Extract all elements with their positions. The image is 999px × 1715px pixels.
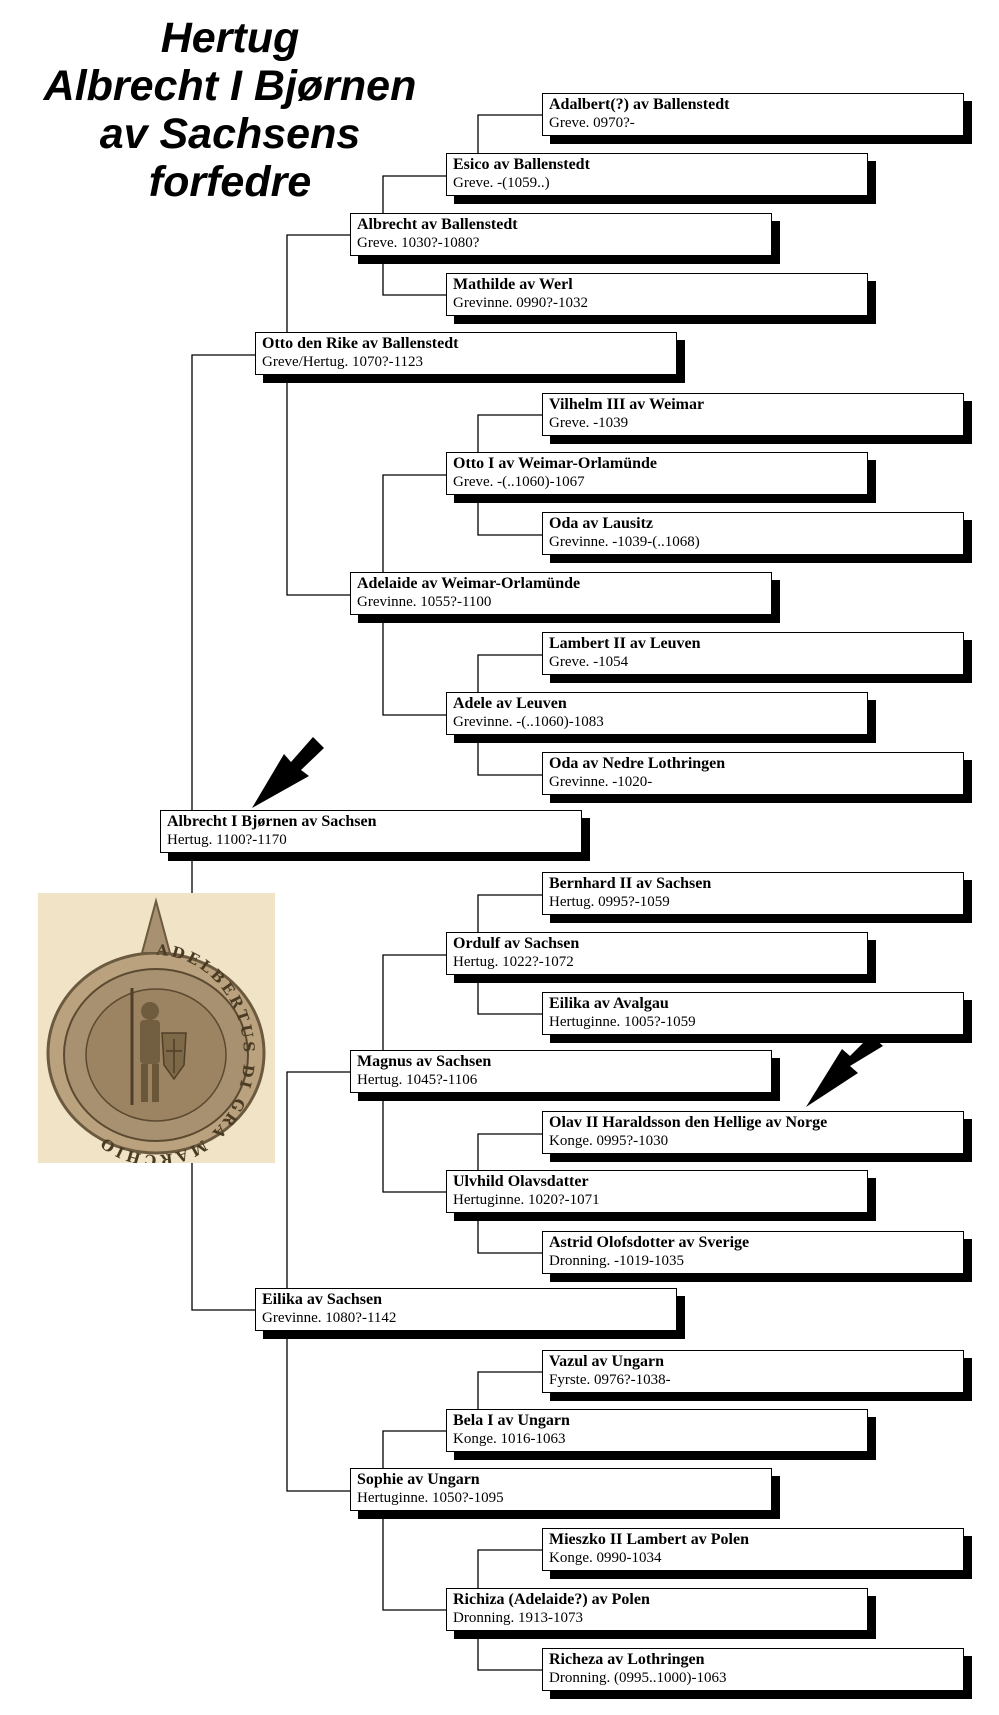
person-info: Dronning. 1913-1073: [453, 1610, 583, 1626]
person-info: Grevinne. 1080?-1142: [262, 1310, 397, 1326]
person-name: Magnus av Sachsen: [357, 1053, 492, 1070]
person-card-otto-i-av-weimar-orlamunde: Otto I av Weimar-Orlamünde Greve. -(..10…: [446, 452, 868, 495]
person-info: Hertug. 0995?-1059: [549, 894, 670, 910]
person-card-oda-av-nedre-lothringen: Oda av Nedre Lothringen Grevinne. -1020-: [542, 752, 964, 795]
person-info: Grevinne. 0990?-1032: [453, 295, 588, 311]
person-card-sophie-av-ungarn: Sophie av Ungarn Hertuginne. 1050?-1095: [350, 1468, 772, 1511]
person-name: Ordulf av Sachsen: [453, 935, 580, 952]
person-info: Hertuginne. 1005?-1059: [549, 1014, 696, 1030]
person-card-vilhelm-iii-av-weimar: Vilhelm III av Weimar Greve. -1039: [542, 393, 964, 436]
seal-image: ADELBERTUS DI GRA MARCHIO: [38, 893, 275, 1169]
person-card-olav-ii-haraldsson: Olav II Haraldsson den Hellige av Norge …: [542, 1111, 964, 1154]
person-card-otto-den-rike: Otto den Rike av Ballenstedt Greve/Hertu…: [255, 332, 677, 375]
title-line-3: av Sachsens: [99, 110, 361, 158]
title-line-4: forfedre: [148, 158, 312, 206]
person-name: Vazul av Ungarn: [549, 1353, 664, 1370]
person-info: Konge. 1016-1063: [453, 1431, 566, 1447]
person-name: Eilika av Avalgau: [549, 995, 669, 1012]
person-card-richeza-av-lothringen: Richeza av Lothringen Dronning. (0995..1…: [542, 1648, 964, 1691]
person-card-adelaide-av-weimar-orlamunde: Adelaide av Weimar-Orlamünde Grevinne. 1…: [350, 572, 772, 615]
person-name: Adele av Leuven: [453, 695, 567, 712]
arrow-pointer-icon: [252, 737, 324, 808]
person-info: Hertug. 1022?-1072: [453, 954, 574, 970]
person-card-lambert-ii-av-leuven: Lambert II av Leuven Greve. -1054: [542, 632, 964, 675]
person-card-albrecht-i-bjornen: Albrecht I Bjørnen av Sachsen Hertug. 11…: [160, 810, 582, 853]
person-info: Greve. -1039: [549, 415, 629, 431]
person-card-vazul-av-ungarn: Vazul av Ungarn Fyrste. 0976?-1038-: [542, 1350, 964, 1393]
person-name: Sophie av Ungarn: [357, 1471, 480, 1488]
person-name: Astrid Olofsdotter av Sverige: [549, 1234, 750, 1251]
person-name: Olav II Haraldsson den Hellige av Norge: [549, 1114, 828, 1131]
person-info: Fyrste. 0976?-1038-: [549, 1372, 671, 1388]
person-card-astrid-olofsdotter: Astrid Olofsdotter av Sverige Dronning. …: [542, 1231, 964, 1274]
person-info: Dronning. (0995..1000)-1063: [549, 1670, 727, 1686]
person-name: Lambert II av Leuven: [549, 635, 701, 652]
person-card-mieszko-ii-lambert: Mieszko II Lambert av Polen Konge. 0990-…: [542, 1528, 964, 1571]
title-line-1: Hertug: [160, 14, 300, 62]
person-info: Grevinne. -1039-(..1068): [549, 534, 700, 550]
person-name: Adelaide av Weimar-Orlamünde: [357, 575, 581, 592]
person-info: Greve. 1030?-1080?: [357, 235, 480, 251]
person-card-oda-av-lausitz: Oda av Lausitz Grevinne. -1039-(..1068): [542, 512, 964, 555]
person-name: Richeza av Lothringen: [549, 1651, 705, 1668]
person-name: Bela I av Ungarn: [453, 1412, 570, 1429]
person-info: Konge. 0995?-1030: [549, 1133, 669, 1149]
person-name: Albrecht I Bjørnen av Sachsen: [167, 813, 377, 830]
person-card-bernhard-ii-av-sachsen: Bernhard II av Sachsen Hertug. 0995?-105…: [542, 872, 964, 915]
page-title: Hertug Albrecht I Bjørnen av Sachsens fo…: [0, 14, 460, 206]
person-name: Albrecht av Ballenstedt: [357, 216, 518, 233]
person-name: Oda av Lausitz: [549, 515, 654, 532]
person-card-esico-av-ballenstedt: Esico av Ballenstedt Greve. -(1059..): [446, 153, 868, 196]
person-name: Esico av Ballenstedt: [453, 156, 590, 173]
person-name: Ulvhild Olavsdatter: [453, 1173, 589, 1190]
person-info: Dronning. -1019-1035: [549, 1253, 684, 1269]
person-info: Hertug. 1100?-1170: [167, 832, 287, 848]
person-name: Adalbert(?) av Ballenstedt: [549, 96, 730, 113]
person-name: Mathilde av Werl: [453, 276, 573, 293]
person-info: Konge. 0990-1034: [549, 1550, 662, 1566]
person-name: Otto den Rike av Ballenstedt: [262, 335, 459, 352]
person-info: Grevinne. -1020-: [549, 774, 653, 790]
person-info: Grevinne. -(..1060)-1083: [453, 714, 604, 730]
person-name: Bernhard II av Sachsen: [549, 875, 712, 892]
person-name: Vilhelm III av Weimar: [549, 396, 705, 413]
person-card-albrecht-av-ballenstedt: Albrecht av Ballenstedt Greve. 1030?-108…: [350, 213, 772, 256]
person-info: Greve. 0970?-: [549, 115, 635, 131]
person-name: Mieszko II Lambert av Polen: [549, 1531, 749, 1548]
person-name: Richiza (Adelaide?) av Polen: [453, 1591, 650, 1608]
person-info: Hertuginne. 1050?-1095: [357, 1490, 504, 1506]
person-info: Hertuginne. 1020?-1071: [453, 1192, 600, 1208]
person-card-eilika-av-sachsen: Eilika av Sachsen Grevinne. 1080?-1142: [255, 1288, 677, 1331]
person-card-ordulf-av-sachsen: Ordulf av Sachsen Hertug. 1022?-1072: [446, 932, 868, 975]
person-name: Oda av Nedre Lothringen: [549, 755, 726, 772]
person-name: Otto I av Weimar-Orlamünde: [453, 455, 657, 472]
person-card-adalbert-av-ballenstedt: Adalbert(?) av Ballenstedt Greve. 0970?-: [542, 93, 964, 136]
person-info: Greve/Hertug. 1070?-1123: [262, 354, 424, 370]
person-info: Greve. -(1059..): [453, 175, 550, 191]
person-name: Eilika av Sachsen: [262, 1291, 383, 1308]
person-card-magnus-av-sachsen: Magnus av Sachsen Hertug. 1045?-1106: [350, 1050, 772, 1093]
person-info: Grevinne. 1055?-1100: [357, 594, 492, 610]
title-line-2: Albrecht I Bjørnen: [43, 62, 417, 110]
person-info: Hertug. 1045?-1106: [357, 1072, 478, 1088]
arrow-pointer-icon: [806, 1035, 883, 1107]
person-card-adele-av-leuven: Adele av Leuven Grevinne. -(..1060)-1083: [446, 692, 868, 735]
person-info: Greve. -1054: [549, 654, 629, 670]
person-card-ulvhild-olavsdatter: Ulvhild Olavsdatter Hertuginne. 1020?-10…: [446, 1170, 868, 1213]
seal-icon: ADELBERTUS DI GRA MARCHIO: [46, 897, 266, 1169]
person-info: Greve. -(..1060)-1067: [453, 474, 585, 490]
person-card-bela-i-av-ungarn: Bela I av Ungarn Konge. 1016-1063: [446, 1409, 868, 1452]
person-card-mathilde-av-werl: Mathilde av Werl Grevinne. 0990?-1032: [446, 273, 868, 316]
person-card-eilika-av-avalgau: Eilika av Avalgau Hertuginne. 1005?-1059: [542, 992, 964, 1035]
person-card-richiza-av-polen: Richiza (Adelaide?) av Polen Dronning. 1…: [446, 1588, 868, 1631]
